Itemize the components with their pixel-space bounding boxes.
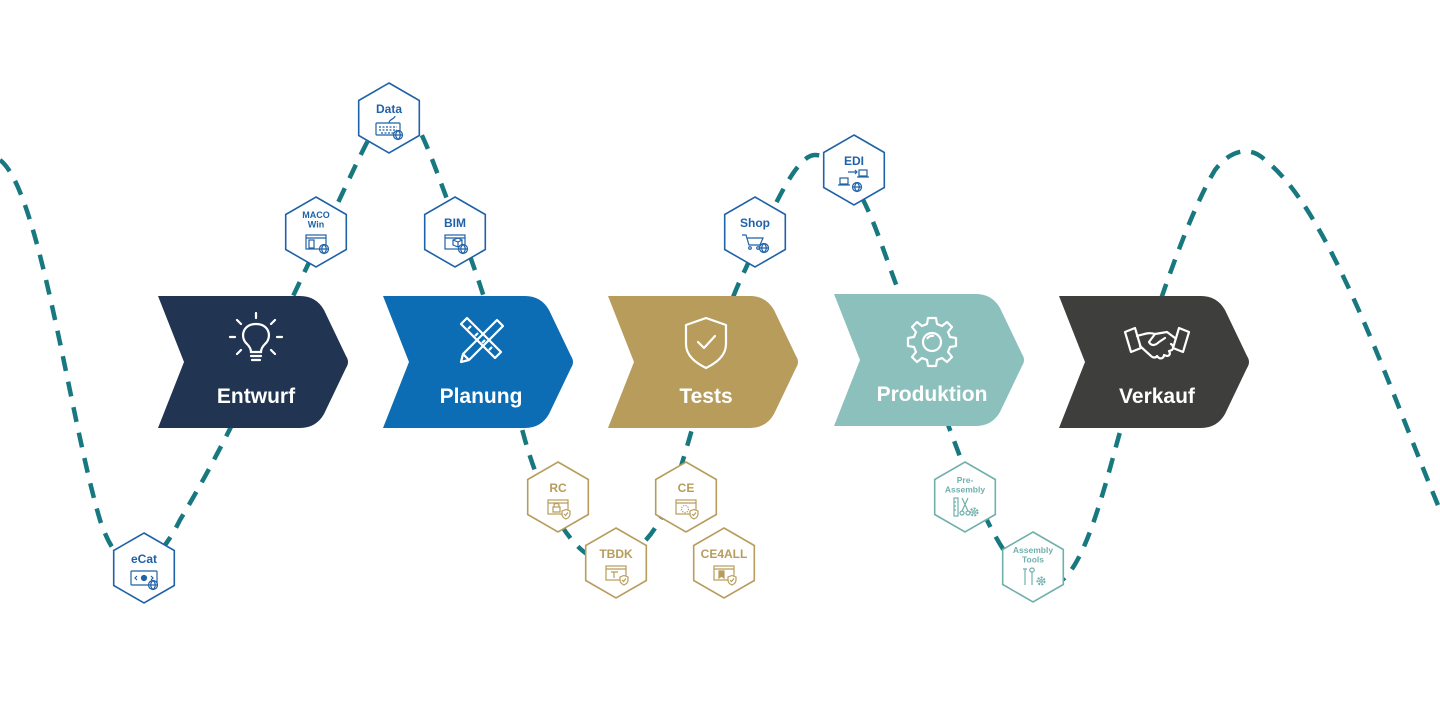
tool-edi: EDI [822,134,886,206]
shield-check-icon [684,316,728,370]
tool-label: eCat [131,552,157,566]
tool-ce4all: CE4ALL [692,527,756,599]
tool-bim: BIM [423,196,487,268]
stage-label: Entwurf [217,385,296,408]
stage-label: Produktion [877,383,988,406]
hexagon-badge [692,527,756,599]
lock-shield-icon [547,499,571,520]
stage-produktion: Produktion [834,294,1024,426]
chevron-shape [1059,296,1249,428]
ruler-scissors-gear-icon [953,497,979,517]
window-web-icon [305,234,330,255]
stage-entwurf: Entwurf [158,296,348,428]
keyboard-web-icon [375,115,404,141]
chevron-shape [158,296,348,428]
stage-tests: Tests [608,296,798,428]
tool-label: TBDK [599,547,633,561]
chevron-shape [608,296,798,428]
ruler-pencil-icon [459,316,505,364]
tool-label: BIM [444,216,466,230]
tool-label: Assembly [1013,545,1053,555]
tool-label: Shop [740,216,770,230]
hexagon-badge [822,134,886,206]
stage-label: Tests [679,385,732,408]
tool-rc: RC [526,461,590,533]
tool-label: Data [376,102,402,116]
lightbulb-icon [228,311,284,362]
bookmark-shield-icon [713,565,737,586]
tool-ce: CE [654,461,718,533]
tool-label: RC [549,481,567,495]
tool-label: EDI [844,154,864,168]
hexagon-badge [654,461,718,533]
tool-label: Win [308,220,324,230]
tool-label: Assembly [945,485,985,495]
exchange-web-icon [838,169,869,193]
tool-pre-assembly: Pre-Assembly [933,461,997,533]
tool-tbdk: TBDK [584,527,648,599]
tool-label: CE [678,481,695,495]
stage-label: Planung [440,385,523,408]
hexagon-badge [357,82,421,154]
doc-shield-icon [605,565,629,586]
browser-web-icon [130,570,159,591]
hexagon-badge [1001,531,1065,603]
cart-web-icon [742,234,770,254]
tool-shop: Shop [723,196,787,268]
tool-label: Pre- [957,475,974,485]
hexagon-badge [526,461,590,533]
hexagon-badge [423,196,487,268]
tool-data: Data [357,82,421,154]
tool-label: CE4ALL [701,547,748,561]
tools-gear-icon [1023,567,1046,586]
chevron-shape [383,296,573,428]
hexagon-badge [723,196,787,268]
gear-icon [906,316,958,368]
dotted-shield-icon [675,499,699,520]
tool-label: MACO [302,210,330,220]
hexagon-badge [284,196,348,268]
stage-verkauf: Verkauf [1059,296,1249,428]
handshake-icon [1123,326,1191,360]
stage-label: Verkauf [1119,385,1196,408]
tool-label: Tools [1022,555,1044,565]
stage-planung: Planung [383,296,573,428]
cube-web-icon [444,234,469,255]
chevron-shape [834,294,1024,426]
hexagon-badge [933,461,997,533]
hexagon-badge [584,527,648,599]
tool-ecat: eCat [112,532,176,604]
hexagon-badge [112,532,176,604]
